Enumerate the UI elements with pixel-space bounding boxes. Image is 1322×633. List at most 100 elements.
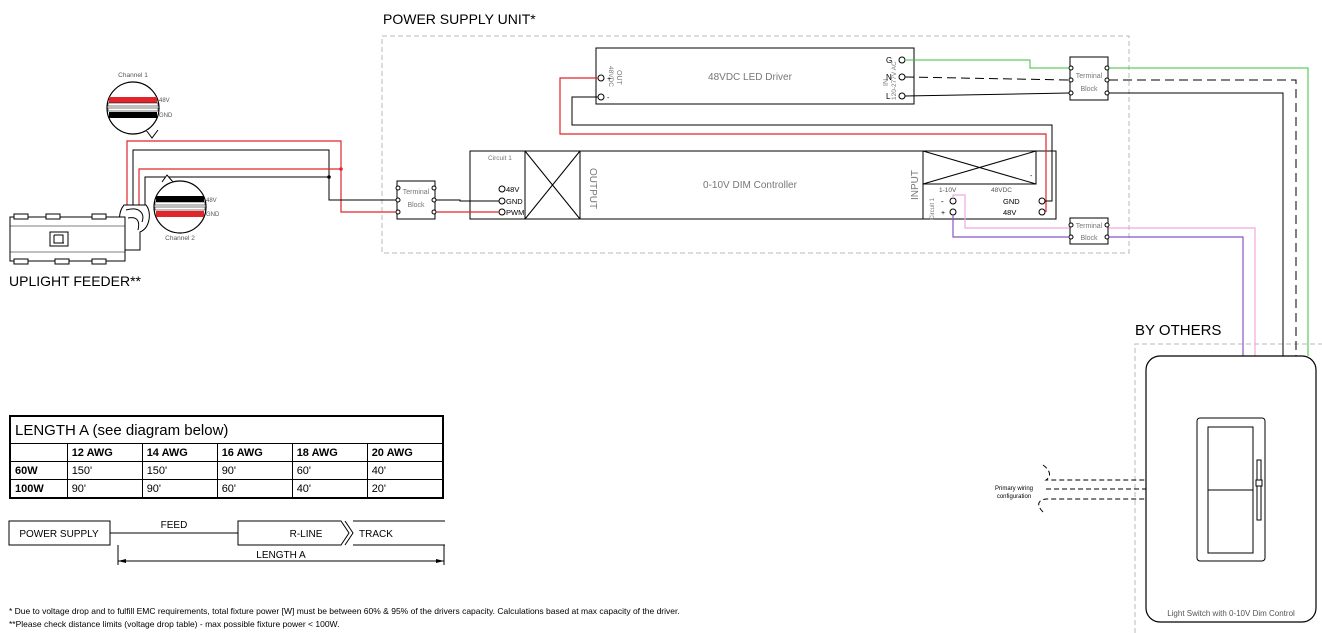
wire-driver-minus xyxy=(571,96,1053,202)
footnote-1: * Due to voltage drop and to fulfill EMC… xyxy=(9,606,680,616)
dim-controller-label: 0-10V DIM Controller xyxy=(703,180,798,191)
pin-48v: 48V xyxy=(506,185,519,194)
led-driver: 48VDC LED Driver OUT 48VDC IN 120-277V A… xyxy=(595,47,915,105)
output-label: OUTPUT xyxy=(587,168,598,209)
driver-l: L xyxy=(886,92,891,101)
wire-feeder-red2 xyxy=(138,168,341,205)
svg-text:Terminal: Terminal xyxy=(1076,223,1103,230)
driver-minus: - xyxy=(607,95,610,102)
table-cell: 60' xyxy=(216,479,293,499)
wire-feeder-black xyxy=(132,149,396,205)
led-driver-label: 48VDC LED Driver xyxy=(708,72,793,83)
driver-plus: + xyxy=(607,76,611,83)
svg-text:Terminal: Terminal xyxy=(1076,73,1103,80)
by-others-enclosure xyxy=(1134,343,1322,633)
wire-neutral-in xyxy=(904,76,1070,81)
table-cell: 90' xyxy=(216,461,293,480)
in-plus: + xyxy=(941,210,945,217)
svg-text:Primary wiring: Primary wiring xyxy=(995,486,1033,492)
table-cell: 20' xyxy=(366,479,444,499)
driver-out-volt: 48VDC xyxy=(607,66,614,87)
table-cell: 150' xyxy=(141,461,218,480)
pin-pwm: PWM xyxy=(506,208,524,217)
table-cell: 150' xyxy=(66,461,143,480)
driver-n: N xyxy=(886,73,892,82)
terminal-block-top-right: Terminal Block xyxy=(1068,56,1110,101)
table-row: 100W 90' 90' 60' 40' 20' xyxy=(9,479,444,499)
terminal-block-bottom-right: Terminal Block xyxy=(1068,217,1110,245)
circuit1-output-label: Circuit 1 xyxy=(488,155,512,162)
input-label: INPUT xyxy=(910,170,921,200)
svg-text:Terminal: Terminal xyxy=(403,189,430,196)
header-cell: 12 AWG xyxy=(66,443,143,462)
channel1-callout: Channel 1 48V GND xyxy=(106,72,173,139)
header-cell xyxy=(9,443,68,462)
header-cell: 14 AWG xyxy=(141,443,218,462)
channel1-label: Channel 1 xyxy=(118,72,148,79)
driver-in-volt: 120-277V AC xyxy=(891,61,898,100)
in-minus: - xyxy=(941,197,944,206)
svg-text:Block: Block xyxy=(407,202,425,209)
wire-dim-plus-out xyxy=(1109,236,1244,356)
header-cell: 20 AWG xyxy=(366,443,444,462)
wire-ground-in xyxy=(905,59,1069,69)
wire-neutral-out xyxy=(1109,79,1297,356)
table-cell: 40' xyxy=(366,461,444,480)
psu-enclosure xyxy=(381,35,1130,254)
ld-rline: R-LINE xyxy=(290,529,323,540)
in-48v: 48V xyxy=(1003,208,1016,217)
wire-live-out xyxy=(1109,92,1284,356)
in-110v-label: 1-10V xyxy=(939,187,957,194)
row-label: 60W xyxy=(9,461,68,480)
wire-out-gnd xyxy=(436,199,499,202)
channel2-callout: Channel 2 48V GND xyxy=(153,174,220,242)
svg-text:configuration: configuration xyxy=(997,494,1031,500)
driver-in-label: IN xyxy=(883,79,890,86)
wire-feeder-red xyxy=(126,140,396,213)
wire-driver-plus xyxy=(559,77,1047,212)
light-switch: Light Switch with 0-10V Dim Control xyxy=(1145,355,1317,623)
svg-text:Block: Block xyxy=(1080,86,1098,93)
ld-feed: FEED xyxy=(161,520,188,531)
ld-track: TRACK xyxy=(359,529,393,540)
switch-label: Light Switch with 0-10V Dim Control xyxy=(1167,609,1295,618)
header-cell: 16 AWG xyxy=(216,443,293,462)
by-others-title: BY OTHERS xyxy=(1135,322,1221,339)
channel2-48v: 48V xyxy=(206,198,217,204)
length-table-header: 12 AWG 14 AWG 16 AWG 18 AWG 20 AWG xyxy=(9,443,444,462)
circuit1-input-label: Circuit 1 xyxy=(930,197,936,220)
table-row: 60W 150' 150' 90' 60' 40' xyxy=(9,461,444,480)
in-48vdc-label: 48VDC xyxy=(991,187,1012,194)
channel2-label: Channel 2 xyxy=(165,235,195,242)
length-table: LENGTH A (see diagram below) 12 AWG 14 A… xyxy=(9,415,444,499)
wire-ground-out xyxy=(1109,67,1309,356)
uplight-feeder-label: UPLIGHT FEEDER** xyxy=(9,273,142,289)
svg-text:Block: Block xyxy=(1080,235,1098,242)
table-cell: 90' xyxy=(66,479,143,499)
wire-live-in xyxy=(904,92,1070,97)
primary-wiring: Primary wiring configuration xyxy=(995,464,1146,513)
channel1-gnd: GND xyxy=(159,113,173,119)
uplight-feeder-device xyxy=(9,204,150,265)
table-cell: 40' xyxy=(291,479,368,499)
in-minus-top: - xyxy=(1030,173,1033,180)
ld-power-supply: POWER SUPPLY xyxy=(19,529,99,540)
in-gnd: GND xyxy=(1003,197,1020,206)
table-cell: 90' xyxy=(141,479,218,499)
wire-dim-minus-out xyxy=(1109,227,1256,356)
wire-feeder-black2 xyxy=(144,176,329,205)
wire-dim-plus xyxy=(952,215,1069,238)
ld-length-a: LENGTH A xyxy=(256,550,306,561)
length-table-title: LENGTH A (see diagram below) xyxy=(9,415,444,444)
length-diagram: POWER SUPPLY FEED R-LINE TRACK LENGTH A xyxy=(8,520,445,565)
driver-g: G xyxy=(886,56,892,65)
psu-title: POWER SUPPLY UNIT* xyxy=(383,11,536,27)
footnote-2: **Please check distance limits (voltage … xyxy=(9,619,340,629)
row-label: 100W xyxy=(9,479,68,499)
header-cell: 18 AWG xyxy=(291,443,368,462)
table-cell: 60' xyxy=(291,461,368,480)
terminal-block-left: Terminal Block xyxy=(395,180,437,220)
driver-out-label: OUT xyxy=(615,70,622,86)
wire-dim-minus xyxy=(952,194,1069,229)
